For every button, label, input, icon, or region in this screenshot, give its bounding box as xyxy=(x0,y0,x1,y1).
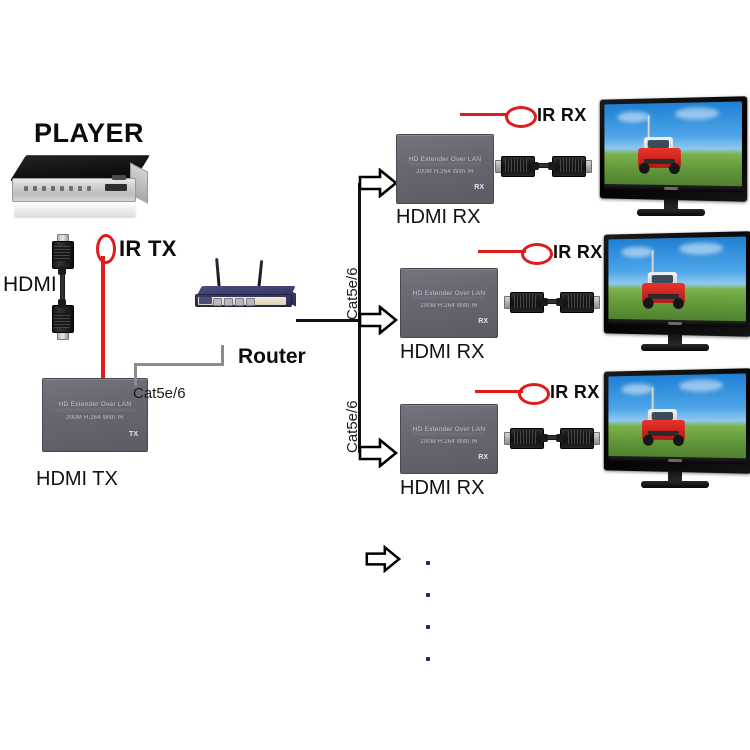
tv-3-bezel xyxy=(603,368,750,474)
tv-2-bezel xyxy=(603,231,750,337)
router-lan-ports xyxy=(213,298,257,306)
router-label: Router xyxy=(238,345,306,368)
media-player-device xyxy=(9,155,151,219)
hdmi-connector-rx-3-right xyxy=(556,427,600,449)
router-device xyxy=(195,257,297,308)
player-button-row xyxy=(24,186,104,191)
hdmi-extender-rx-3: HD Extender Over LAN 200M H.264 With IR … xyxy=(400,404,498,474)
extender-rx-3-tag: RX xyxy=(478,454,488,461)
ir-rx-2-receiver-icon xyxy=(521,243,553,265)
hdmi-label: HDMI xyxy=(3,273,57,296)
extender-tx-line1: HD Extender Over LAN xyxy=(58,401,132,408)
branch-arrow-1-icon xyxy=(358,168,398,198)
tv-1-logo xyxy=(664,186,678,191)
tv-3-screen xyxy=(608,373,746,465)
extender-rx-2-line2: 200M H.264 With IR xyxy=(420,303,478,309)
ir-tx-emitter-icon xyxy=(96,234,116,264)
extender-rx-1-line1: HD Extender Over LAN xyxy=(408,156,482,163)
ir-rx-2-label: IR RX xyxy=(553,242,603,262)
tv-2-logo xyxy=(668,321,682,326)
hdmi-connector-rx-3-left xyxy=(504,427,548,449)
ir-rx-3-receiver-icon xyxy=(518,383,550,405)
ir-rx-1-receiver-icon xyxy=(505,106,537,128)
hdmi-cable-source xyxy=(60,262,65,310)
ir-tx-cable xyxy=(101,256,105,381)
router-brand-badge xyxy=(199,297,212,304)
television-3 xyxy=(600,368,750,488)
tv-2-screen xyxy=(608,236,746,328)
hdmi-connector-lower xyxy=(51,299,74,340)
hdmi-rx-1-label: HDMI RX xyxy=(396,206,481,228)
continuation-arrow-icon xyxy=(365,545,401,573)
cat-label-tx: Cat5e/6 xyxy=(133,385,186,402)
hdmi-connector-rx-1-right xyxy=(548,155,592,177)
player-usb-port xyxy=(112,175,126,180)
player-reflection xyxy=(14,202,136,218)
extender-tx-tag: TX xyxy=(129,431,138,438)
ir-rx-1-cable xyxy=(460,113,508,116)
hdmi-rx-2-label: HDMI RX xyxy=(400,341,485,363)
router-to-trunk-line xyxy=(296,319,360,322)
ir-rx-2-cable xyxy=(478,250,526,253)
tv-2-stand-neck xyxy=(668,334,682,344)
hdmi-connector-rx-1-left xyxy=(495,155,539,177)
extender-rx-1-line2: 200M H.264 With IR xyxy=(416,169,474,175)
router-drop-line xyxy=(221,345,224,366)
player-label: PLAYER xyxy=(34,118,145,148)
tv-2-stand-base xyxy=(641,344,709,351)
player-card-slot xyxy=(105,184,127,191)
branch-arrow-3-icon xyxy=(358,438,398,468)
tv-1-screen xyxy=(604,101,742,193)
hdmi-connector-rx-2-right xyxy=(556,291,600,313)
television-1 xyxy=(596,96,748,216)
hdmi-extender-tx: HD Extender Over LAN 200M H.264 With IR … xyxy=(42,378,148,452)
tv-1-bezel xyxy=(599,96,748,202)
ir-rx-3-cable xyxy=(475,390,523,393)
ir-tx-label: IR TX xyxy=(119,236,177,261)
hdmi-connector-rx-2-left xyxy=(504,291,548,313)
tv-3-logo xyxy=(668,458,682,463)
extender-rx-2-line1: HD Extender Over LAN xyxy=(412,290,486,297)
tx-cat-line-horizontal xyxy=(134,363,224,366)
television-2 xyxy=(600,231,750,351)
hdmi-extender-rx-2: HD Extender Over LAN 200M H.264 With IR … xyxy=(400,268,498,338)
extender-rx-2-tag: RX xyxy=(478,318,488,325)
tv-3-stand-base xyxy=(641,481,709,488)
ir-rx-3-label: IR RX xyxy=(550,382,600,402)
ir-rx-1-label: IR RX xyxy=(537,105,587,125)
tx-cat-line-vertical xyxy=(134,366,137,386)
extender-rx-3-line2: 200M H.264 With IR xyxy=(420,439,478,445)
extender-tx-line2: 200M H.264 With IR xyxy=(66,415,124,421)
tv-1-stand-base xyxy=(637,209,705,216)
hdmi-extender-rx-1: HD Extender Over LAN 200M H.264 With IR … xyxy=(396,134,494,204)
extender-rx-1-tag: RX xyxy=(474,184,484,191)
extender-rx-3-line1: HD Extender Over LAN xyxy=(412,426,486,433)
hdmi-connector-upper xyxy=(51,234,74,275)
hdmi-rx-3-label: HDMI RX xyxy=(400,477,485,499)
tv-3-stand-neck xyxy=(668,471,682,481)
branch-arrow-2-icon xyxy=(358,305,398,335)
tv-1-stand-neck xyxy=(664,199,678,209)
hdmi-tx-label: HDMI TX xyxy=(36,468,118,490)
